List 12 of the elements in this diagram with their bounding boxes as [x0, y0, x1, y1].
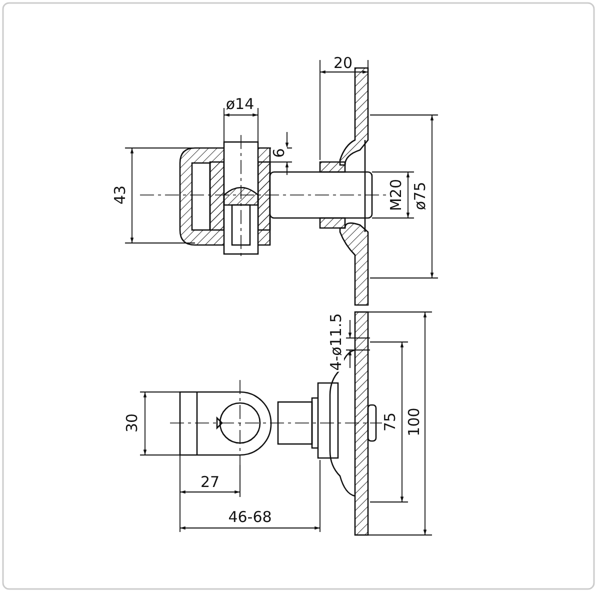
dimension-label: 30: [124, 412, 140, 434]
dimension-label: ø14: [224, 96, 256, 112]
dimension-label: 75: [382, 411, 398, 433]
dimension-label: 20: [332, 55, 354, 71]
dimension-label: 43: [112, 184, 128, 206]
dimension-label: M20: [388, 178, 404, 212]
dimension-label: 6: [271, 147, 287, 159]
dimension-label: ø75: [412, 180, 428, 212]
dimension-label: 27: [199, 474, 221, 490]
dimension-label: 100: [406, 406, 422, 438]
dimension-label: 4-ø11.5: [328, 312, 344, 372]
dimension-label: 46-68: [227, 509, 273, 525]
